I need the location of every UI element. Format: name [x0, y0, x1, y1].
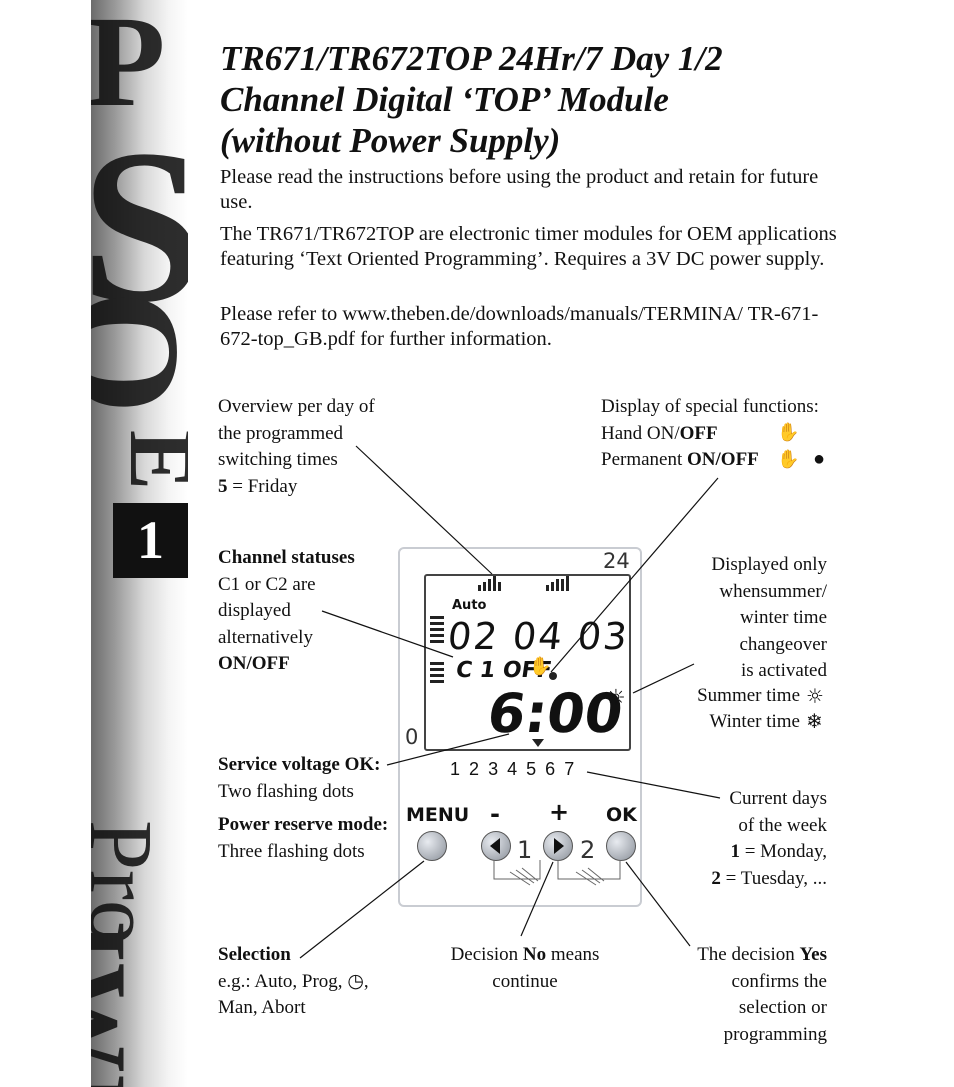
intro-paragraph-reference: Please refer to www.theben.de/downloads/…	[220, 303, 819, 350]
label-service-voltage: Service voltage OK: Two flashing dots	[218, 754, 381, 802]
channel-bar	[430, 634, 444, 637]
hand-icon: ✋	[529, 656, 552, 677]
sidebar-glyph: Pro	[91, 820, 170, 945]
permanent-dot	[549, 672, 557, 680]
label-summer-time: Summer time	[697, 685, 800, 706]
title-line-3: (without Power Supply)	[220, 121, 561, 160]
day-marker-triangle	[532, 739, 544, 747]
channel-bar	[430, 616, 444, 619]
switching-bar	[561, 579, 564, 591]
day-number: 4	[507, 759, 518, 779]
day-number: 5	[526, 759, 537, 779]
hour-0-label: 0	[405, 725, 419, 749]
switching-bar	[566, 576, 569, 591]
sidebar-letter-pattern: P S Q E NOM Pro IWI	[91, 0, 188, 1087]
channel-bar	[430, 640, 444, 643]
label-overview: Overview per day of the programmed switc…	[218, 396, 375, 497]
label-decision-no: Decision No means continue	[450, 944, 600, 992]
channel-bar	[430, 662, 444, 665]
ok-button[interactable]	[606, 831, 636, 861]
label-displayed-only: Displayed only whensummer/ winter time c…	[711, 554, 827, 681]
sidebar-glyph: E	[111, 430, 188, 490]
switching-bar	[546, 585, 549, 591]
title-line-1: TR671/TR672TOP 24Hr/7 Day 1/2	[220, 39, 723, 78]
switching-bar	[498, 582, 501, 591]
sidebar-glyph: P	[91, 0, 165, 134]
switching-bar	[493, 576, 496, 591]
channel-bar	[430, 668, 444, 671]
channel-bar	[430, 674, 444, 677]
channel-bar	[430, 628, 444, 631]
hand-icon: ✋	[777, 449, 800, 470]
switching-bar	[478, 585, 481, 591]
sidebar-glyph: IWI	[91, 920, 149, 1087]
label-winter-time: Winter time	[709, 711, 800, 732]
title-line-2: Channel Digital ‘TOP’ Module	[220, 80, 669, 119]
label-decision-yes: The decision Yes confirms the selection …	[697, 944, 827, 1045]
label-channel-statuses: Channel statuses C1 or C2 are displayed …	[218, 547, 355, 674]
lcd-display: Auto 02 04 03 C 1 OFF ✋ 6:00 ☼	[424, 574, 631, 751]
sun-icon: ☼	[606, 686, 626, 711]
hand-icon: ✋	[777, 422, 800, 443]
intro-paragraph-description: The TR671/TR672TOP are electronic timer …	[220, 223, 837, 270]
label-power-reserve: Power reserve mode: Three flashing dots	[218, 814, 389, 862]
day-number: 2	[469, 759, 480, 779]
menu-button-label: MENU	[406, 804, 470, 826]
day-number: 3	[488, 759, 499, 779]
minus-button[interactable]	[481, 831, 511, 861]
menu-button[interactable]	[417, 831, 447, 861]
switching-bar	[488, 579, 491, 591]
left-arrow-icon	[490, 838, 500, 854]
channel-bar	[430, 622, 444, 625]
day-number: 7	[564, 759, 575, 779]
date-display: 02 04 03	[445, 615, 632, 658]
page-title: TR671/TR672TOP 24Hr/7 Day 1/2 Channel Di…	[220, 38, 860, 161]
day-number: 6	[545, 759, 556, 779]
hour-24-label: 24	[603, 549, 630, 573]
plus-button[interactable]	[543, 831, 573, 861]
intro-paragraph-read: Please read the instructions before usin…	[220, 166, 819, 213]
sidebar-glyph: Q	[91, 290, 188, 414]
minus-button-label: -	[490, 800, 500, 828]
switching-bar	[556, 579, 559, 591]
channel-1-label: 1	[517, 836, 533, 864]
label-current-days: Current days of the week 1 = Monday, 2 =…	[711, 788, 827, 889]
plus-button-label: +	[549, 798, 570, 826]
chapter-number-badge: 1	[113, 503, 188, 578]
dot-icon: ●	[813, 448, 826, 470]
channel-bar	[430, 680, 444, 683]
clock-icon: ◷	[347, 970, 364, 992]
sidebar-glyph: S	[91, 104, 188, 348]
ok-button-label: OK	[606, 804, 637, 826]
mode-indicator: Auto	[452, 598, 487, 613]
label-selection: Selection e.g.: Auto, Prog, ◷, Man, Abor…	[218, 944, 369, 1018]
switching-bar	[483, 582, 486, 591]
snowflake-icon: ❄	[806, 709, 823, 733]
label-special-functions: Display of special functions: Hand ON/OF…	[601, 394, 841, 474]
switching-bar	[551, 582, 554, 591]
channel-2-label: 2	[580, 836, 596, 864]
right-arrow-icon	[554, 838, 564, 854]
days-of-week-row: 1 2 3 4 5 6 7	[450, 759, 574, 780]
sun-icon: ☼	[806, 684, 824, 708]
day-number: 1	[450, 759, 461, 779]
